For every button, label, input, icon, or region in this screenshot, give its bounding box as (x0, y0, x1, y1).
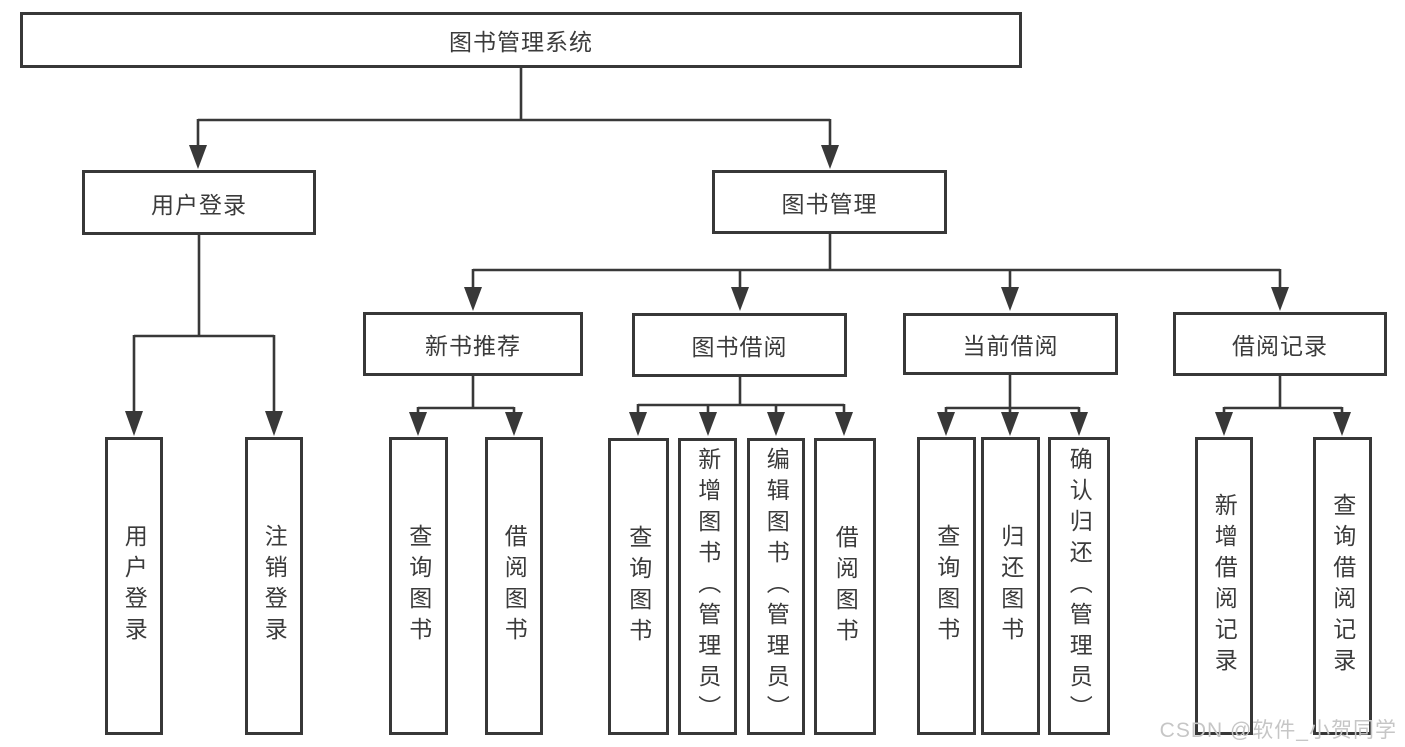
node-user-login: 用户登录 (82, 170, 316, 235)
leaf-borrow-books-recommend-label: 借阅图书 (501, 524, 528, 648)
node-new-book-recommend-label: 新书推荐 (425, 333, 521, 359)
leaf-query-books-recommend-label: 查询图书 (405, 524, 432, 648)
node-book-borrow: 图书借阅 (632, 313, 847, 377)
leaf-logout: 注销登录 (245, 437, 303, 735)
leaf-query-books-current: 查询图书 (917, 437, 976, 735)
leaf-add-book-admin: 新增图书（管理员） (678, 438, 737, 735)
user-login-connectors (125, 234, 283, 436)
node-borrow-records-label: 借阅记录 (1232, 333, 1328, 359)
leaf-logout-label: 注销登录 (261, 524, 288, 648)
book-borrow-connectors (629, 377, 853, 436)
leaf-user-login-label: 用户登录 (121, 524, 148, 648)
leaf-borrow-books: 借阅图书 (814, 438, 876, 735)
node-borrow-records: 借阅记录 (1173, 312, 1387, 376)
node-new-book-recommend: 新书推荐 (363, 312, 583, 376)
leaf-user-login: 用户登录 (105, 437, 163, 735)
node-user-login-label: 用户登录 (151, 191, 247, 218)
leaf-query-borrow-record-label: 查询借阅记录 (1329, 493, 1356, 679)
node-current-borrow: 当前借阅 (903, 313, 1118, 375)
leaf-borrow-books-label: 借阅图书 (832, 524, 859, 649)
node-library-system-label: 图书管理系统 (449, 29, 593, 55)
node-current-borrow-label: 当前借阅 (962, 333, 1059, 359)
leaf-edit-book-admin: 编辑图书（管理员） (747, 438, 805, 735)
leaf-query-books-recommend: 查询图书 (389, 437, 448, 735)
leaf-edit-book-admin-label: 编辑图书（管理员） (763, 447, 790, 726)
leaf-borrow-books-recommend: 借阅图书 (485, 437, 543, 735)
borrow-record-connectors (1215, 376, 1351, 436)
new-book-connectors (409, 376, 523, 436)
leaf-query-books-borrow-label: 查询图书 (625, 524, 652, 649)
node-library-system: 图书管理系统 (20, 12, 1022, 68)
leaf-query-books-current-label: 查询图书 (933, 524, 960, 648)
current-borrow-connectors (937, 374, 1088, 436)
book-mgmt-to-level3-connectors (464, 233, 1289, 311)
leaf-confirm-return-admin-label: 确认归还（管理员） (1066, 446, 1093, 726)
leaf-return-book-label: 归还图书 (997, 524, 1024, 648)
node-book-management: 图书管理 (712, 170, 947, 234)
csdn-watermark: CSDN @软件_小贺同学 (1159, 719, 1397, 742)
leaf-add-book-admin-label: 新增图书（管理员） (694, 447, 721, 726)
leaf-add-borrow-record: 新增借阅记录 (1195, 437, 1253, 735)
leaf-query-borrow-record: 查询借阅记录 (1313, 437, 1372, 735)
root-to-level2-connectors (189, 67, 839, 169)
leaf-confirm-return-admin: 确认归还（管理员） (1048, 437, 1110, 735)
node-book-management-label: 图书管理 (781, 191, 878, 217)
leaf-query-books-borrow: 查询图书 (608, 438, 669, 735)
leaf-return-book: 归还图书 (981, 437, 1040, 735)
leaf-add-borrow-record-label: 新增借阅记录 (1211, 493, 1238, 679)
node-book-borrow-label: 图书借阅 (691, 334, 788, 360)
